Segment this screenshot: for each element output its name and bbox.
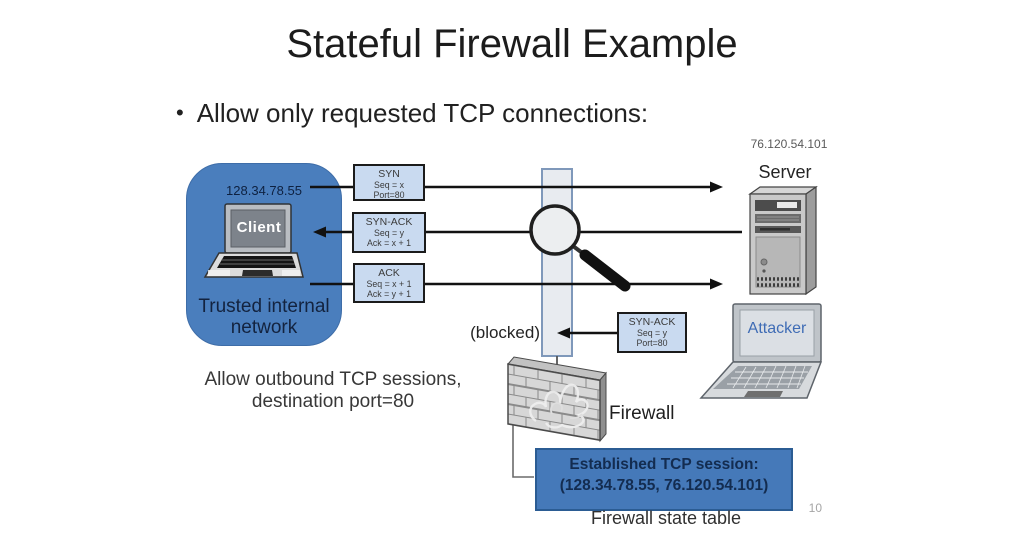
page-number: 10 bbox=[808, 501, 822, 515]
bullet-text: Allow only requested TCP connections: bbox=[196, 98, 649, 128]
client-ip: 128.34.78.55 bbox=[226, 183, 302, 198]
firewall-bar bbox=[541, 168, 573, 357]
client-laptop-icon bbox=[203, 203, 304, 278]
slide-title: Stateful Firewall Example bbox=[286, 22, 738, 66]
state-table-caption: Firewall state table bbox=[590, 508, 742, 528]
bullet-line: • Allow only requested TCP connections: bbox=[176, 98, 648, 128]
state-table-box: Established TCP session: (128.34.78.55, … bbox=[535, 448, 793, 511]
wall-to-state-table-connector bbox=[512, 422, 534, 478]
packet-box-ack: ACK Seq = x + 1 Ack = y + 1 bbox=[353, 263, 425, 303]
attacker-laptop-icon bbox=[699, 303, 823, 399]
packet-box-attacker-synack: SYN-ACK Seq = y Port=80 bbox=[617, 312, 687, 353]
firewall-label: Firewall bbox=[609, 403, 675, 424]
server-ip: 76.120.54.101 bbox=[750, 137, 828, 151]
attacker-screen-label: Attacker bbox=[747, 320, 807, 337]
blocked-label: (blocked) bbox=[470, 323, 540, 342]
packet-box-syn: SYN Seq = x Port=80 bbox=[353, 164, 425, 201]
flame-scribble-icon bbox=[529, 383, 589, 429]
magnifier-icon bbox=[529, 204, 631, 292]
server-label: Server bbox=[758, 162, 812, 182]
packet-box-synack: SYN-ACK Seq = y Ack = x + 1 bbox=[352, 212, 426, 253]
bullet-glyph: • bbox=[176, 100, 184, 125]
blocked-arrow bbox=[557, 327, 617, 339]
firewall-wall-icon bbox=[507, 356, 607, 443]
server-icon bbox=[748, 185, 818, 296]
client-screen-label: Client bbox=[236, 219, 282, 236]
firewall-rule-text: Allow outbound TCP sessions, destination… bbox=[204, 369, 462, 412]
trusted-network-label: Trusted internal network bbox=[198, 296, 330, 338]
